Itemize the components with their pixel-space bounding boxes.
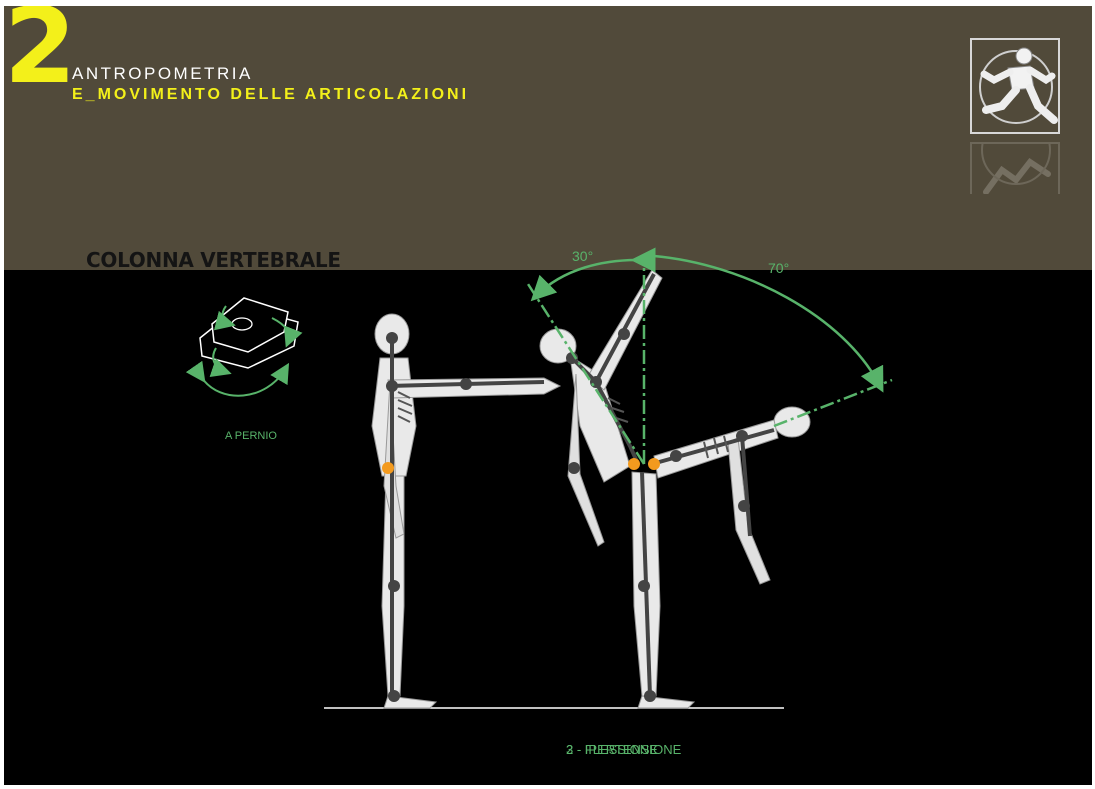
standing-figure — [372, 314, 560, 708]
flexion-angle-label: 70° — [768, 260, 789, 276]
extension-arc — [536, 260, 638, 296]
hyperextension-figure — [540, 270, 694, 708]
slide: 2 ANTROPOMETRIA E_MOVIMENTO DELLE ARTICO… — [4, 6, 1092, 785]
pivot-label: A PERNIO — [225, 430, 277, 442]
caption-flexion: 2 - FLESSIONE — [566, 742, 658, 757]
extension-angle-label: 30° — [572, 248, 593, 264]
pivot-joint-illustration — [200, 298, 298, 396]
flexion-figure — [648, 407, 810, 584]
flexion-arc — [654, 256, 880, 386]
posture-diagram — [4, 6, 1092, 785]
